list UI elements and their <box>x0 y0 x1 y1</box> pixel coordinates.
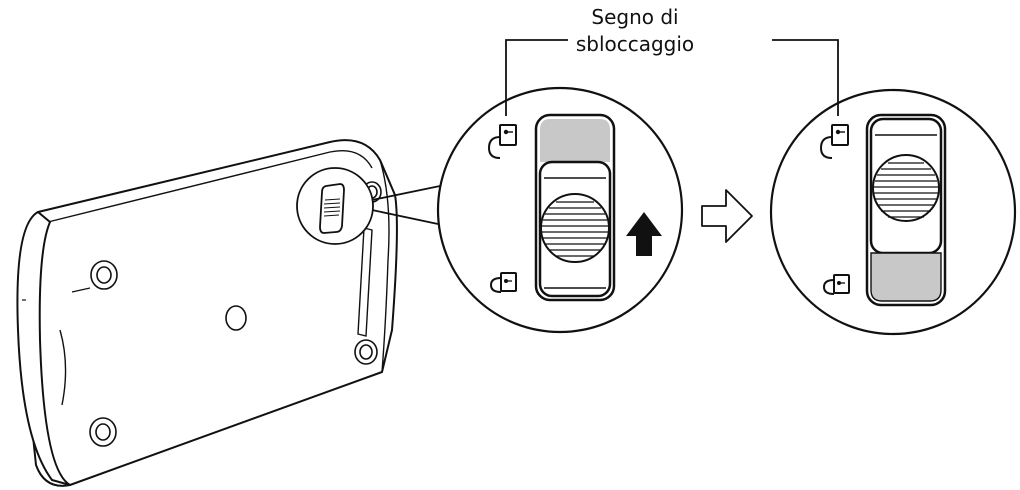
arrow-up-icon <box>626 212 662 256</box>
arrow-right-icon <box>701 189 753 243</box>
foot-bottom-left <box>89 417 117 447</box>
zoom-circle-after <box>769 88 1017 336</box>
unlock-mark-label-line2: sbloccaggio <box>575 32 695 56</box>
unlock-icon-after <box>819 124 849 159</box>
foot-bottom-right <box>354 339 378 365</box>
zoom-leader <box>371 185 441 225</box>
side-groove <box>357 227 373 337</box>
center-hole <box>225 305 247 331</box>
callout-leader-lines <box>505 39 839 116</box>
lock-switch-detail <box>296 167 374 245</box>
lock-icon-after <box>822 274 850 295</box>
vent-lines <box>71 287 91 293</box>
foot-top-left <box>90 260 118 290</box>
unlock-mark-label: Segno di sbloccaggio <box>560 4 710 58</box>
unlock-icon <box>487 124 517 159</box>
lock-icon <box>489 272 517 293</box>
zoom-circle-before <box>436 86 684 334</box>
unlock-mark-label-line1: Segno di <box>591 5 679 29</box>
